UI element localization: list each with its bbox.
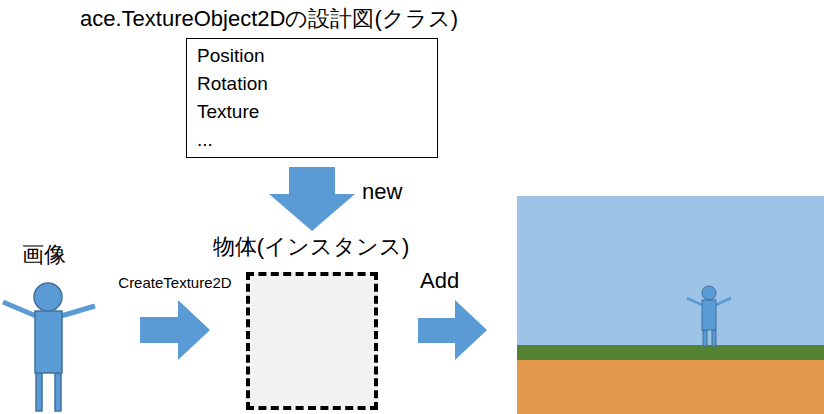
instance-heading: 物体(インスタンス) — [196, 232, 426, 262]
instance-node: 物体(インスタンス) — [196, 232, 426, 410]
add-arrow — [418, 300, 487, 360]
ground — [517, 360, 824, 414]
grass — [517, 345, 824, 361]
field-name: Rotation — [197, 70, 427, 98]
sky — [517, 196, 824, 346]
image-heading: 画像 — [22, 240, 66, 270]
edge-label: CreateTexture2D — [118, 274, 231, 291]
edge-label: new — [362, 179, 402, 205]
block-arrow — [269, 167, 355, 231]
block-arrow — [140, 300, 210, 360]
arrow-label: Add — [420, 268, 459, 294]
instance-box — [246, 272, 378, 410]
class-box: PositionRotationTexture... — [186, 38, 438, 158]
class-heading: ace.TextureObject2Dの設計図(クラス) — [80, 4, 524, 34]
field-name: ... — [197, 126, 427, 154]
field-name: Texture — [197, 98, 427, 126]
field-name: Position — [197, 42, 427, 70]
small-figure — [687, 286, 731, 346]
class-node: ace.TextureObject2Dの設計図(クラス) PositionRota… — [80, 4, 524, 164]
image-node: 画像 — [0, 240, 100, 414]
